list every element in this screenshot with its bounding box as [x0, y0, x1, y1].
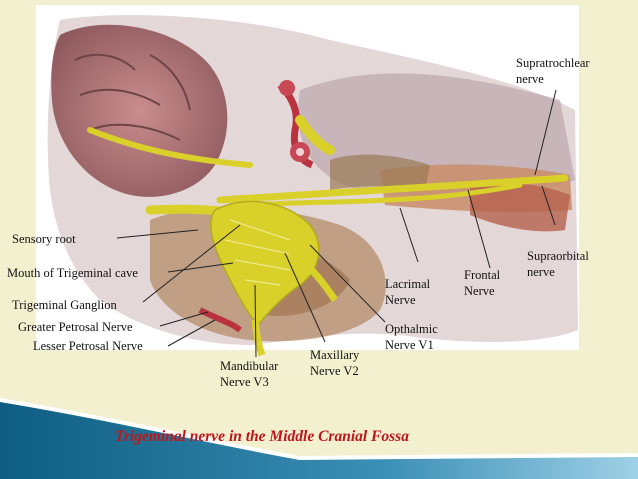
label-greater-petrosal-nerve: Greater Petrosal Nerve	[18, 320, 133, 334]
label-opthalmic-nerve: Opthalmic Nerve V1	[385, 322, 438, 352]
leader-lines	[116, 89, 557, 358]
anatomy-illustration	[47, 15, 578, 357]
label-lacrimal-nerve: Lacrimal Nerve	[385, 277, 431, 307]
label-mandibular-nerve: Mandibular Nerve V3	[220, 359, 279, 389]
label-sensory-root: Sensory root	[12, 232, 76, 246]
label-lesser-petrosal-nerve: Lesser Petrosal Nerve	[33, 339, 143, 353]
label-mouth-of-trigeminal-cave: Mouth of Trigeminal cave	[7, 266, 138, 280]
label-supraorbital-nerve: Supraorbital nerve	[527, 249, 589, 279]
accent-band	[0, 400, 638, 479]
label-maxillary-nerve: Maxillary Nerve V2	[310, 348, 360, 378]
label-trigeminal-ganglion: Trigeminal Ganglion	[12, 298, 117, 312]
label-supratrochlear-nerve: Supratrochlear nerve	[516, 56, 590, 86]
slide-caption: Trigeminal nerve in the Middle Cranial F…	[115, 428, 409, 445]
label-frontal-nerve: Frontal Nerve	[464, 268, 501, 298]
accent-band-line	[0, 398, 638, 461]
